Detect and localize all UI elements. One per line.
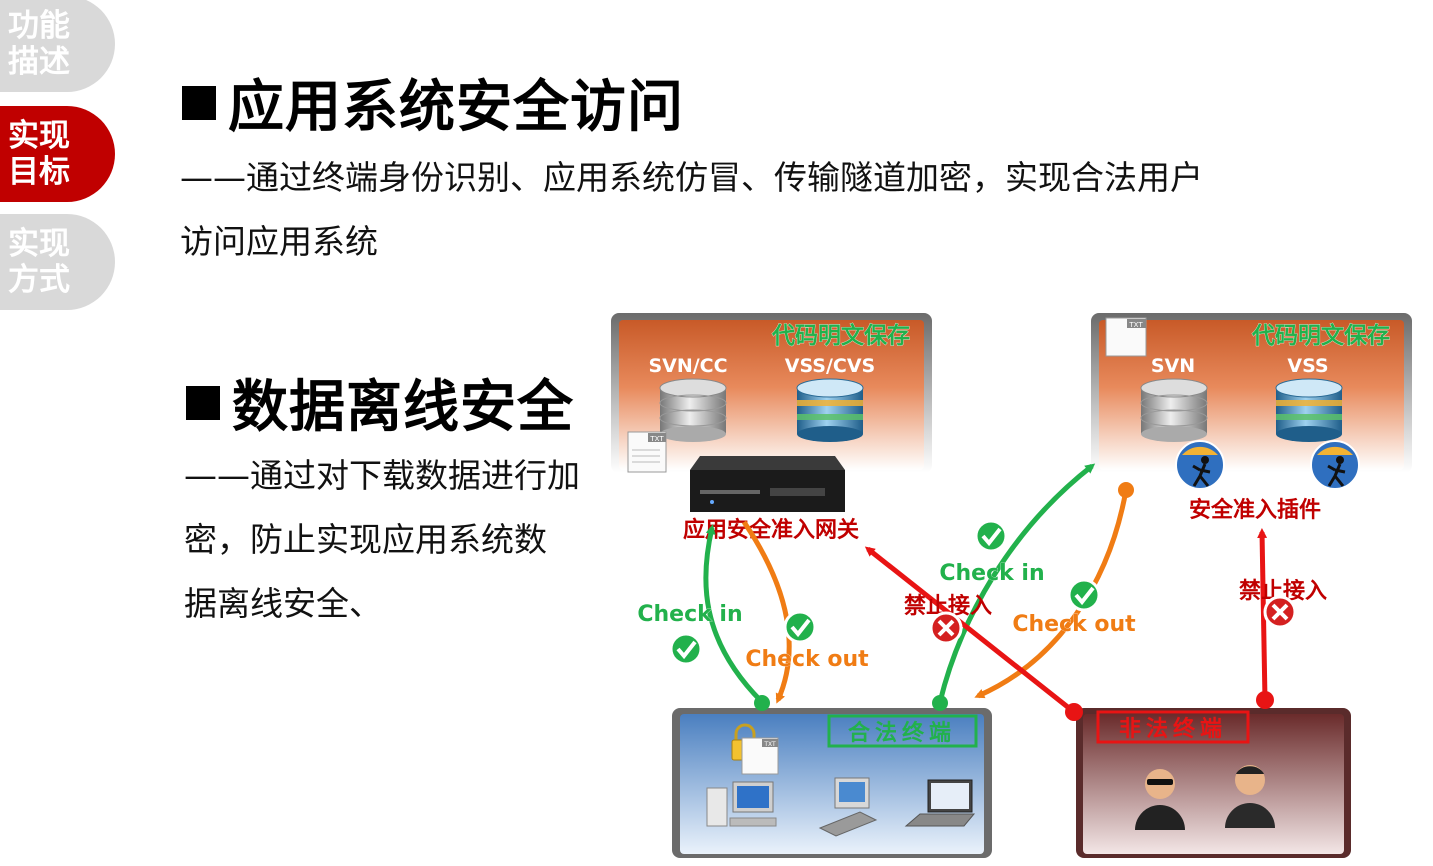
database-gray-icon <box>1140 378 1208 442</box>
left-server1-label: SVN/CC <box>648 355 727 377</box>
plugin-agent-icon <box>1175 440 1225 490</box>
section1-description: ——通过终端身份识别、应用系统仿冒、传输隧道加密，实现合法用户 访问应用系统 <box>180 146 1203 274</box>
check-mark-icon <box>974 519 1008 553</box>
section1-title: 应用系统安全访问 <box>228 75 684 140</box>
section2-desc-line: 密，防止实现应用系统数 <box>184 520 547 559</box>
desktop-computer-icon <box>706 781 777 827</box>
txt-badge: TXT <box>763 741 776 748</box>
section1-heading: 应用系统安全访问 <box>182 62 684 143</box>
right-server2-label: VSS <box>1287 355 1328 377</box>
nav-tab-implementation-goal[interactable]: 实现 目标 <box>0 106 115 202</box>
txt-document-icon: TXT <box>1105 317 1147 357</box>
deny-x-icon <box>1263 595 1297 629</box>
nav-tab-label: 功能 <box>8 8 70 44</box>
deny-arrow <box>1257 528 1268 701</box>
check-out-label: Check out <box>745 647 869 672</box>
plugin-agent-icon <box>1310 440 1360 490</box>
database-color-icon <box>796 378 864 442</box>
section1-desc-line: 访问应用系统 <box>180 222 378 261</box>
check-mark-icon <box>669 632 703 666</box>
txt-badge: TXT <box>1128 321 1143 329</box>
endpoint-dot <box>1065 703 1083 721</box>
section2-desc-line: ——通过对下载数据进行加 <box>184 456 580 495</box>
endpoint-dot <box>1118 482 1134 498</box>
section2-description: ——通过对下载数据进行加 密，防止实现应用系统数 据离线安全、 <box>184 444 580 636</box>
nav-tab-function-description[interactable]: 功能 描述 <box>0 0 115 92</box>
left-server2-label: VSS/CVS <box>785 355 876 377</box>
deny-arrow <box>864 546 1076 714</box>
laptop-icon <box>904 779 976 827</box>
legal-terminal-panel: 合法终端 TXT <box>672 708 992 858</box>
section2-desc-line: 据离线安全、 <box>184 584 382 623</box>
section2-title: 数据离线安全 <box>232 375 574 440</box>
database-color-icon <box>1275 378 1343 442</box>
illegal-terminal-panel: 非法终端 <box>1076 708 1351 858</box>
nav-tab-label: 实现 <box>8 118 70 154</box>
right-server1-label: SVN <box>1151 355 1195 377</box>
user-icon <box>1225 765 1275 828</box>
section2-heading: 数据离线安全 <box>186 362 574 443</box>
check-out-arrow <box>741 520 792 704</box>
workstation-icon <box>818 777 878 837</box>
endpoint-dot <box>932 695 948 711</box>
right-repo-title: 代码明文保存 <box>1251 322 1390 349</box>
check-mark-icon <box>783 610 817 644</box>
check-out-arrow <box>974 489 1129 699</box>
nav-tab-implementation-method[interactable]: 实现 方式 <box>0 214 115 310</box>
txt-badge: TXT <box>649 435 664 443</box>
nav-tab-label: 实现 <box>8 226 70 262</box>
check-out-label: Check out <box>1012 612 1136 637</box>
section1-desc-line: ——通过终端身份识别、应用系统仿冒、传输隧道加密，实现合法用户 <box>180 158 1203 197</box>
square-bullet-icon <box>186 386 220 420</box>
plugin-label: 安全准入插件 <box>1189 497 1321 523</box>
deny-x-icon <box>929 611 963 645</box>
right-repository-panel: 代码明文保存 SVN VSS TXT <box>1091 313 1412 473</box>
txt-document-icon: TXT <box>627 431 667 473</box>
legal-terminal-label: 合法终端 <box>848 720 956 746</box>
endpoint-dot <box>1256 691 1274 709</box>
nav-tab-label: 描述 <box>8 44 70 80</box>
nav-tab-label: 方式 <box>8 262 70 298</box>
gateway-device-icon <box>690 456 845 512</box>
check-mark-icon <box>1067 578 1101 612</box>
square-bullet-icon <box>182 86 216 120</box>
check-in-arrow <box>703 524 764 704</box>
txt-document-icon: TXT <box>741 737 779 775</box>
check-in-label: Check in <box>637 602 742 627</box>
check-in-label: Check in <box>939 561 1044 586</box>
user-sunglasses-icon <box>1135 769 1185 830</box>
left-repo-title: 代码明文保存 <box>771 322 910 349</box>
database-gray-icon <box>659 378 727 442</box>
endpoint-dot <box>754 695 770 711</box>
left-repository-panel: 代码明文保存 SVN/CC VSS/CVS <box>611 313 932 473</box>
illegal-terminal-label: 非法终端 <box>1119 716 1227 742</box>
nav-tab-label: 目标 <box>8 154 70 190</box>
check-in-arrow <box>937 463 1096 703</box>
